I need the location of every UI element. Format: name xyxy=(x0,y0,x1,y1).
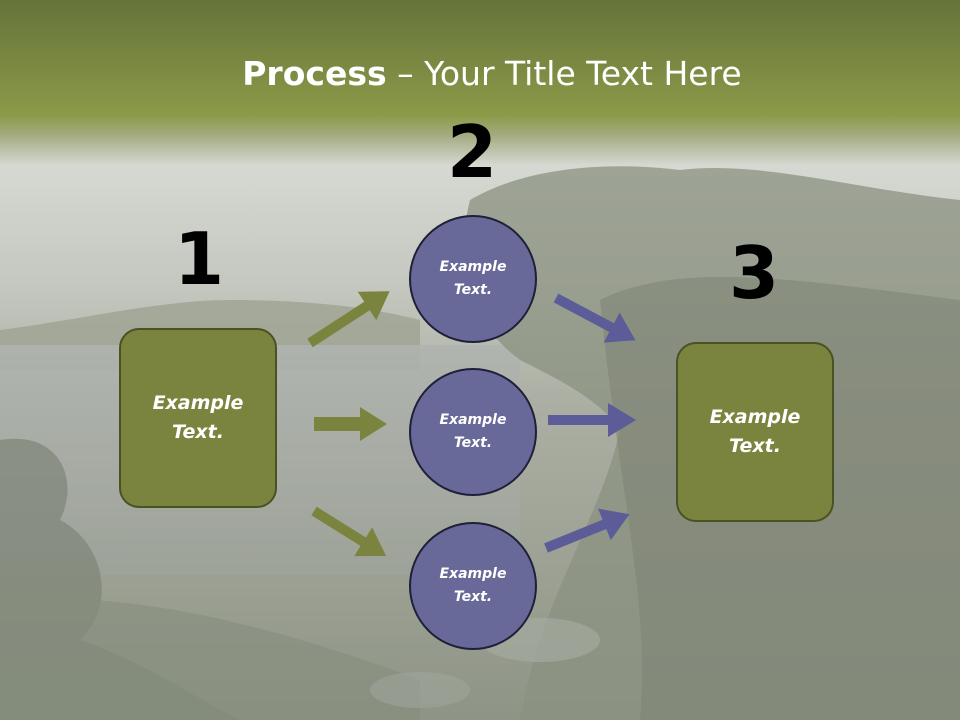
left-box: Example Text. xyxy=(119,328,277,508)
circle-middle-line-1: Example xyxy=(439,412,507,428)
circle-bottom-line-1: Example xyxy=(439,566,507,582)
arrow-to-bottom-circle xyxy=(311,506,387,557)
arrow-to-middle-circle xyxy=(314,407,387,441)
left-box-line-1: Example xyxy=(152,392,244,414)
circle-bottom-line-2: Text. xyxy=(453,589,493,605)
step-number-3: 3 xyxy=(728,231,780,315)
arrow-to-top-circle xyxy=(307,291,390,348)
circle-bottom: Example Text. xyxy=(409,522,537,650)
left-box-line-2: Text. xyxy=(172,421,224,443)
step-number-1: 1 xyxy=(173,217,225,301)
circle-middle: Example Text. xyxy=(409,368,537,496)
step-number-2: 2 xyxy=(446,110,498,194)
right-box-line-2: Text. xyxy=(729,435,781,457)
circle-middle-line-2: Text. xyxy=(453,435,493,451)
circle-top: Example Text. xyxy=(409,215,537,343)
circle-top-line-2: Text. xyxy=(453,282,493,298)
slide-title: Process – Your Title Text Here xyxy=(0,52,960,96)
circle-top-line-1: Example xyxy=(439,259,507,275)
arrow-from-middle-circle xyxy=(548,403,636,437)
right-box-line-1: Example xyxy=(709,406,801,428)
title-rest: – Your Title Text Here xyxy=(386,54,742,93)
title-bold: Process xyxy=(242,54,387,93)
arrow-from-top-circle xyxy=(553,293,636,343)
right-box: Example Text. xyxy=(676,342,834,522)
arrow-from-bottom-circle xyxy=(544,508,630,553)
